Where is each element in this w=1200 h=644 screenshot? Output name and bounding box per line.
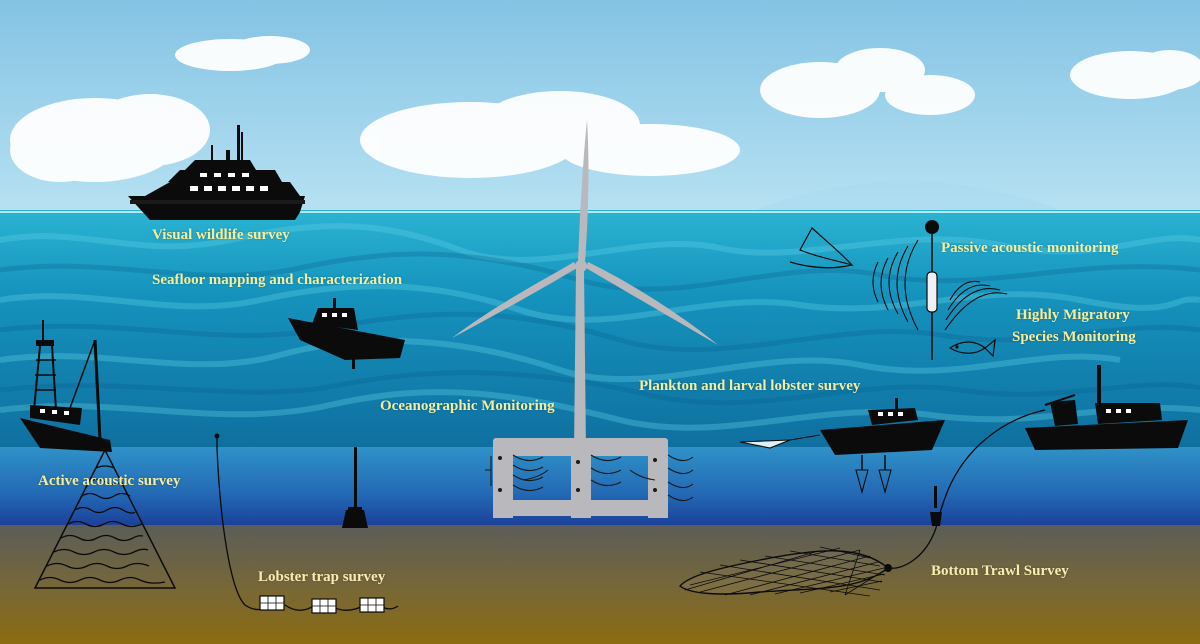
yacht-windows: [190, 173, 268, 191]
sound-waves: [872, 239, 1008, 331]
label-bottom-trawl-survey: Bottom Trawl Survey: [931, 563, 1069, 579]
passive-acoustic-buoy: [925, 220, 939, 360]
trawl-net: [678, 546, 890, 597]
upper-sea: [0, 210, 1200, 450]
label-highly-migratory-line2: Species Monitoring: [1012, 329, 1136, 345]
label-seafloor-mapping: Seafloor mapping and characterization: [152, 272, 403, 288]
plankton-boat-silhouette: [820, 398, 945, 470]
turbine-mooring-lines: [485, 454, 694, 502]
label-oceanographic-monitoring: Oceanographic Monitoring: [380, 398, 555, 414]
trawl-warp: [889, 409, 1046, 569]
clouds: [10, 36, 1200, 182]
whale-outline: [789, 227, 854, 269]
label-active-acoustic-survey: Active acoustic survey: [38, 473, 181, 489]
acoustic-cone: [33, 448, 177, 589]
label-plankton-survey: Plankton and larval lobster survey: [639, 378, 861, 394]
label-passive-acoustic-monitoring: Passive acoustic monitoring: [941, 240, 1119, 256]
acoustic-trawler-silhouette: [20, 320, 112, 452]
label-lobster-trap-survey: Lobster trap survey: [258, 569, 386, 585]
surface-dome: [750, 181, 1065, 212]
fish-outline: [948, 338, 996, 358]
trawl-boat-silhouette: [1025, 365, 1188, 450]
lobster-traps: [259, 595, 385, 614]
label-visual-wildlife-survey: Visual wildlife survey: [152, 227, 290, 243]
label-highly-migratory-line1: Highly Migratory: [1016, 307, 1130, 323]
plankton-nets: [739, 434, 892, 495]
seafloor: [0, 525, 1200, 644]
seabed-instrument: [342, 447, 368, 528]
wind-turbine: [452, 120, 718, 518]
water-texture: [0, 223, 1200, 431]
